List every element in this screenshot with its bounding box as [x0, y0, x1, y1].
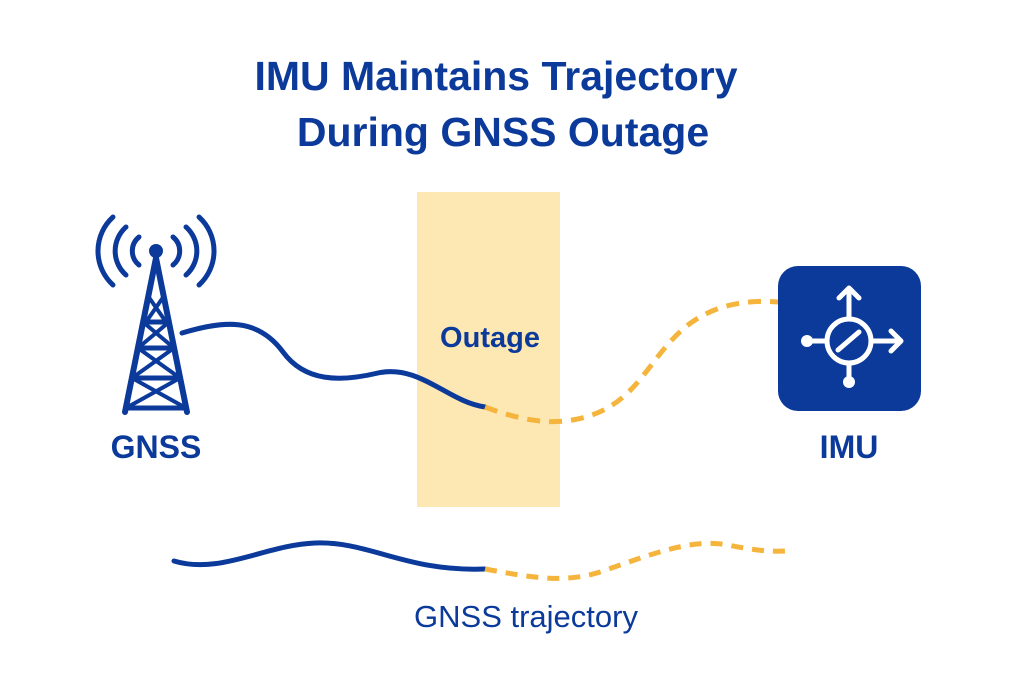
legend-trajectory-solid: [171, 540, 488, 572]
imu-sensor-icon: [778, 266, 921, 411]
gnss-trajectory-solid: [179, 321, 488, 410]
diagram-title-line-1: IMU Maintains Trajectory: [254, 53, 737, 99]
imu-label: IMU: [820, 429, 879, 465]
legend-label: GNSS trajectory: [414, 599, 638, 634]
outage-band: [417, 192, 560, 507]
outage-label: Outage: [440, 322, 540, 354]
imu-trajectory-dashed: [484, 298, 779, 425]
gnss-label: GNSS: [111, 429, 202, 465]
legend-trajectory-dashed: [484, 540, 786, 581]
diagram-title-line-2: During GNSS Outage: [297, 109, 709, 155]
antenna-tower-icon: [95, 214, 217, 415]
